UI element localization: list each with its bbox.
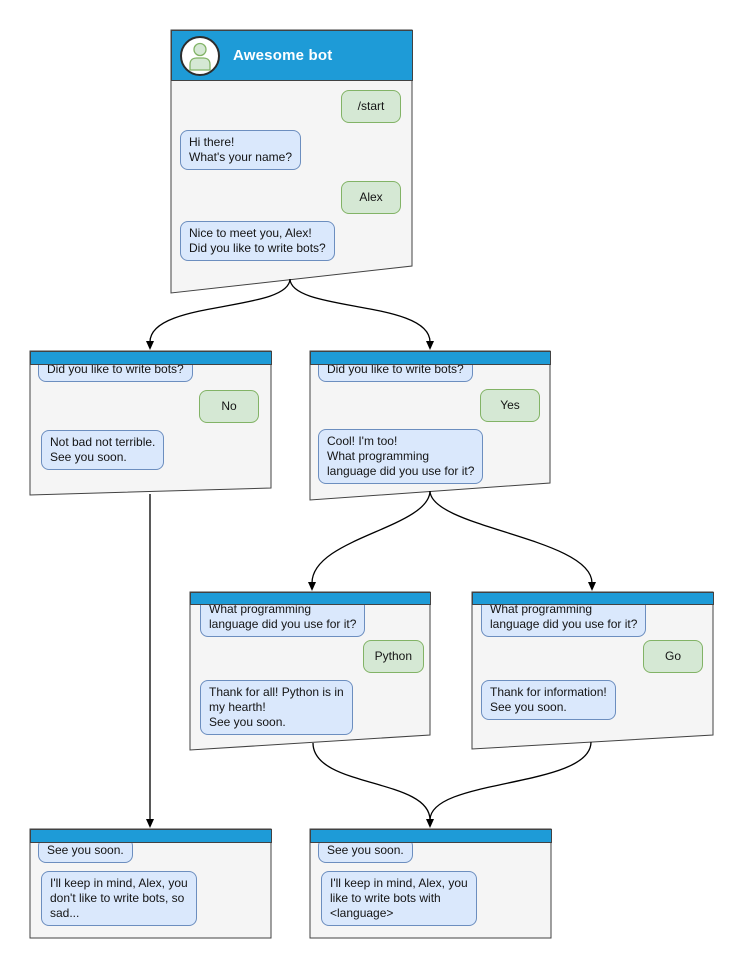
connector-python-to-end [312,742,431,821]
arrowhead-branch-no [146,341,154,350]
connector-root-to-branch-yes [289,278,431,343]
bot-message-bubble: Thank for information! See you soon. [481,680,616,720]
user-message-bubble: /start [341,90,401,123]
user-message-bubble: No [199,390,259,423]
bot-message-bubble: Cool! I'm too! What programming language… [318,429,484,484]
bot-message-bubble: Nice to meet you, Alex! Did you like to … [180,221,335,261]
chat-window-header-branch-no [30,351,272,365]
connector-go-to-end [429,741,592,821]
bot-title: Awesome bot [233,47,333,64]
arrowhead-end-yes [426,819,434,828]
user-message-bubble: Alex [341,181,401,214]
bot-message-bubble: Not bad not terrible. See you soon. [41,430,165,470]
bot-message-bubble: I'll keep in mind, Alex, you like to wri… [321,871,477,926]
chat-window-header-end-no [30,829,272,843]
arrowhead-end-no [146,819,154,828]
arrowhead-branch-go [588,582,596,591]
chat-window-header-end-yes [310,829,552,843]
chat-window-header-branch-go [472,592,714,605]
bot-message-bubble: Hi there! What's your name? [180,130,302,170]
user-message-bubble: Python [362,640,424,673]
arrowhead-branch-python [308,582,316,591]
connector-yes-to-go [429,490,593,584]
connector-root-to-branch-no [149,278,291,343]
chat-window-header-branch-yes [310,351,551,365]
user-message-bubble: Yes [480,389,540,422]
connector-yes-to-python [311,490,431,584]
user-message-bubble: Go [643,640,703,673]
chat-window-header-branch-python [190,592,431,605]
chat-window-header-root: Awesome bot [171,30,413,81]
bot-message-bubble: I'll keep in mind, Alex, you don't like … [41,871,197,926]
bot-message-bubble: Thank for all! Python is in my hearth! S… [200,680,353,735]
arrowhead-branch-yes [426,341,434,350]
bot-avatar-icon [180,35,220,76]
